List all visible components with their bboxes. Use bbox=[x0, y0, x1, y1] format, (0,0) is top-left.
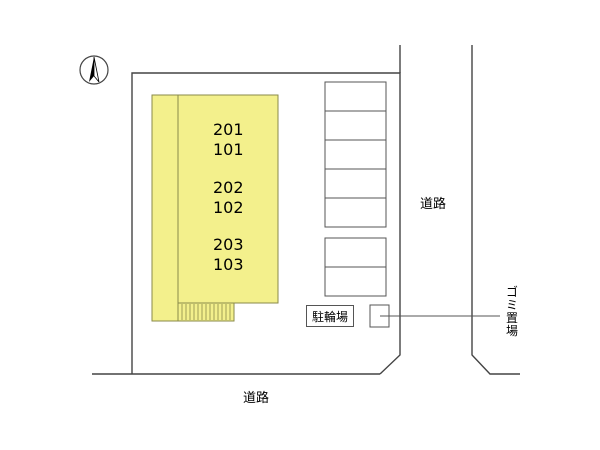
garbage-label-char-4: 場 bbox=[505, 324, 518, 338]
unit-upper-3: 203 bbox=[213, 235, 244, 254]
road-south-label: 道路 bbox=[243, 391, 270, 406]
bicycle-parking-label: 駐輪場 bbox=[306, 305, 354, 327]
garbage-label-char-3: 置 bbox=[505, 311, 518, 325]
parking-block-upper bbox=[324, 81, 387, 228]
road-east-line-right bbox=[471, 45, 520, 375]
building-back bbox=[151, 94, 179, 322]
garbage-label-char-2: ミ bbox=[505, 298, 518, 312]
stairs-hatch bbox=[181, 304, 231, 320]
unit-upper-2: 202 bbox=[213, 178, 244, 197]
north-arrow-icon bbox=[79, 55, 109, 85]
unit-lower-3: 103 bbox=[213, 255, 244, 274]
parking-block-lower bbox=[324, 237, 387, 297]
unit-lower-1: 101 bbox=[213, 140, 244, 159]
road-east-label: 道路 bbox=[420, 197, 447, 212]
building-main bbox=[177, 94, 279, 304]
garbage-label-char-1: ゴ bbox=[505, 285, 518, 299]
unit-upper-1: 201 bbox=[213, 120, 244, 139]
bicycle-parking-text: 駐輪場 bbox=[311, 309, 348, 324]
garbage-station-label: ゴ ミ 置 場 bbox=[504, 286, 520, 338]
unit-lower-2: 102 bbox=[213, 198, 244, 217]
